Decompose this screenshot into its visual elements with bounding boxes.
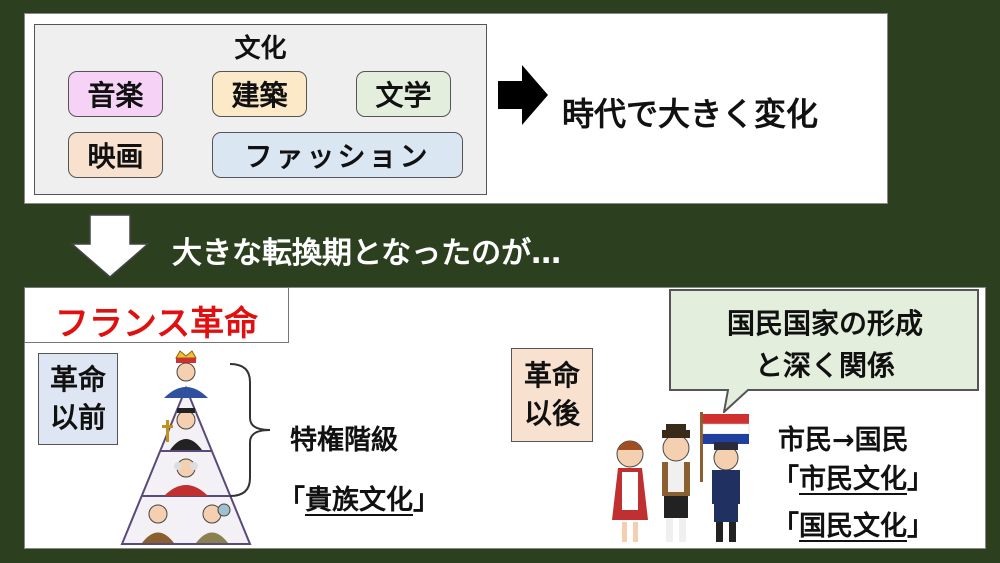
bracket-close: 」 (413, 485, 440, 516)
after-label-line2: 以後 (523, 397, 580, 430)
social-hierarchy-pyramid-illustration (120, 350, 252, 545)
revolution-title: フランス革命 (54, 304, 259, 344)
before-label-line2: 以前 (49, 401, 106, 434)
culture-item-literature: 文学 (356, 71, 451, 117)
civic-culture-text: 「市民文化」 (772, 457, 934, 496)
bracket-open: 「 (772, 511, 799, 542)
before-revolution-label: 革命 以前 (38, 353, 118, 445)
privileged-class-text: 特権階級 (290, 425, 398, 456)
bracket-open: 「 (278, 485, 305, 516)
bracket-open: 「 (772, 464, 799, 495)
before-label-line1: 革命 (49, 363, 106, 396)
transition-text: 大きな転換期となったのが… (172, 236, 562, 271)
callout-line1: 国民国家の形成 (726, 307, 923, 340)
citizens-with-flag-illustration (612, 412, 750, 542)
aristocratic-culture-text: 「貴族文化」 (278, 478, 440, 517)
revolution-title-box: フランス革命 (24, 287, 289, 344)
down-arrow-icon (70, 214, 150, 278)
right-brace-icon (229, 363, 271, 497)
culture-item-fashion: ファッション (212, 132, 463, 178)
national-culture-text: 「国民文化」 (772, 504, 934, 543)
culture-item-architecture: 建築 (212, 71, 307, 117)
culture-title: 文化 (234, 34, 287, 64)
after-label-line1: 革命 (523, 359, 580, 392)
aristocratic-culture-term: 貴族文化 (305, 485, 413, 516)
after-revolution-label: 革命 以後 (511, 348, 593, 442)
callout-line2: と深く関係 (754, 349, 895, 382)
nation-state-callout-bubble (669, 289, 979, 413)
citizen-to-national-text: 市民→国民 (778, 425, 909, 456)
civic-culture-term: 市民文化 (799, 464, 907, 495)
right-arrow-icon (498, 65, 548, 125)
change-text: 時代で大きく変化 (562, 95, 819, 133)
bracket-close: 」 (907, 464, 934, 495)
national-culture-term: 国民文化 (799, 511, 907, 542)
culture-item-film: 映画 (68, 132, 163, 178)
bracket-close: 」 (907, 511, 934, 542)
culture-item-music: 音楽 (68, 71, 163, 117)
